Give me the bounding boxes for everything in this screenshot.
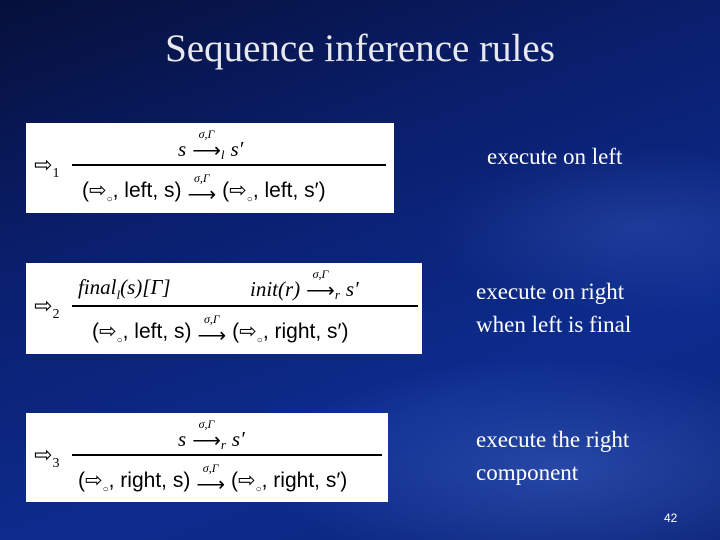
rule-1-caption: execute on left [487,144,623,169]
rule-2-conclusion: (⇨○, left, s) σ,Γ⟶ (⇨○, right, s′) [92,312,349,347]
rule-2-fraction-line [72,305,418,307]
rule-1-symbol: ⇨1 [34,153,60,181]
transition-arrow: σ,Γ⟶ [187,171,217,206]
rule-3-conclusion: (⇨○, right, s) σ,Γ⟶ (⇨○, right, s′) [78,461,348,496]
rule-1-box: ⇨1 s σ,Γ⟶l s′ (⇨○, left, s) σ,Γ⟶ (⇨○, le… [26,123,394,213]
page-number: 42 [664,511,678,525]
rule-2-caption: execute on right when left is final [476,279,632,337]
slide-title: Sequence inference rules [165,27,555,70]
rule-3-fraction-line [72,454,382,456]
transition-arrow: σ,Γ⟶r [192,417,226,452]
rule-2-premise-init: init(r) σ,Γ⟶r s′ [250,267,359,302]
rule-2-box: ⇨2 finall(s)[Γ] init(r) σ,Γ⟶r s′ (⇨○, le… [26,263,422,354]
rule-3-caption: execute the right component [476,427,630,485]
rule-3-box: ⇨3 s σ,Γ⟶r s′ (⇨○, right, s) σ,Γ⟶ (⇨○, r… [26,413,388,502]
rule-3-premise: s σ,Γ⟶r s′ [178,417,245,452]
transition-arrow: σ,Γ⟶ [197,312,227,347]
transition-arrow: σ,Γ⟶l [192,127,225,162]
transition-arrow: σ,Γ⟶r [306,267,340,302]
rule-2-symbol: ⇨2 [34,294,60,322]
rule-3-symbol: ⇨3 [34,443,60,471]
rule-1-conclusion: (⇨○, left, s) σ,Γ⟶ (⇨○, left, s′) [82,171,326,206]
rule-1-fraction-line [72,164,386,166]
transition-arrow: σ,Γ⟶ [196,461,225,496]
rule-2-premise-final: finall(s)[Γ] [78,275,171,302]
rule-1-premise: s σ,Γ⟶l s′ [178,127,244,162]
